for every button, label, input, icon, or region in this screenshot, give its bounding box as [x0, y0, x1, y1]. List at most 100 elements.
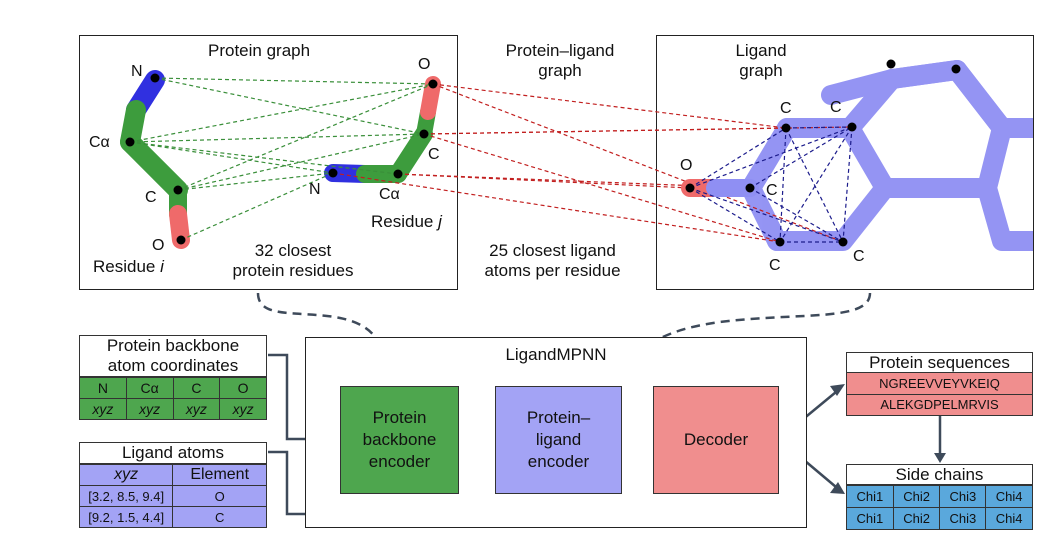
backbone-title-line1: Protein backbone: [106, 336, 240, 355]
sequence-item: NGREEVVEYVKEIQ: [846, 373, 1033, 395]
ligand-atom-top2: [951, 64, 961, 74]
ligand-atom-C4: [775, 237, 785, 247]
table-header-cell: xyz: [78, 464, 174, 486]
decoder-box: Decoder: [653, 386, 779, 494]
ligand-label-C-c: C: [766, 182, 778, 199]
atom-label-Ca-i: Cα: [89, 134, 110, 151]
table-row: N Cα C O: [79, 377, 267, 399]
atom-O-i: [176, 235, 186, 245]
ligand-table: xyz Element [3.2, 8.5, 9.4] O [9.2, 1.5,…: [78, 464, 267, 528]
residue-i-prefix: Residue: [93, 257, 161, 276]
table-cell: xyz: [79, 398, 127, 420]
atom-label-C-i: C: [145, 189, 157, 206]
pl-graph-title: Protein–ligand graph: [485, 41, 635, 81]
table-cell: xyz: [219, 398, 267, 420]
table-cell: [9.2, 1.5, 4.4]: [78, 506, 174, 528]
residue-i-var: i: [160, 257, 164, 276]
sequence-item: ALEKGDPELMRVIS: [846, 394, 1033, 416]
atom-O-j: [428, 79, 438, 89]
ligand-label-C-d: C: [769, 257, 781, 274]
table-cell: Chi2: [892, 485, 941, 508]
table-row: [9.2, 1.5, 4.4] C: [78, 506, 267, 528]
residue-j: [324, 76, 441, 183]
pl-caption-line2: atoms per residue: [484, 261, 621, 280]
backbone-encoder-box: Protein backbone encoder: [340, 386, 459, 494]
atom-Ca-j: [393, 169, 403, 179]
table-cell: [3.2, 8.5, 9.4]: [78, 485, 174, 507]
protein-ligand-edges: [332, 83, 853, 243]
table-cell: Chi1: [846, 485, 894, 508]
protein-caption-line1: 32 closest: [254, 241, 332, 260]
dashed-arrow-protein: [256, 292, 389, 376]
backbone-title-line2: atom coordinates: [107, 356, 239, 375]
protein-ligand-encoder-box: Protein–ligand encoder: [495, 386, 622, 494]
pl-graph-caption: 25 closest ligand atoms per residue: [470, 241, 635, 281]
atom-dots: [125, 59, 961, 247]
ligand-title-line1: Ligand: [735, 41, 787, 60]
ligand-bond: [882, 60, 967, 89]
atom-label-Ca-j: Cα: [379, 186, 400, 203]
atom-label-N-i: N: [131, 63, 143, 80]
ligand-label-C-a: C: [780, 100, 792, 117]
ligand-table-title: Ligand atoms: [79, 442, 267, 464]
atom-C-j: [419, 129, 429, 139]
ligand-graph-title: Ligand graph: [726, 41, 796, 81]
table-header-cell: C: [172, 377, 221, 399]
table-header-cell: Cα: [125, 377, 174, 399]
table-cell: xyz: [125, 398, 174, 420]
atom-N-j: [328, 168, 338, 178]
table-cell: Chi3: [939, 507, 987, 530]
table-header-cell: Element: [172, 464, 267, 486]
ligand-atom-C5: [838, 237, 848, 247]
backbone-table-title: Protein backbone atom coordinates: [79, 335, 267, 377]
table-row: xyz Element: [78, 464, 267, 486]
table-header-cell: N: [79, 377, 127, 399]
backbone-table: N Cα C O xyz xyz xyz xyz: [79, 377, 267, 420]
residue-j-label: Residue j: [371, 212, 442, 232]
atom-label-O-j: O: [418, 56, 431, 73]
atom-label-O-i: O: [152, 237, 165, 254]
ligand-atom-O: [685, 183, 695, 193]
table-row: Chi1 Chi2 Chi3 Chi4: [846, 485, 1033, 508]
table-row: xyz xyz xyz xyz: [79, 398, 267, 420]
bond-C-O-j-red: [420, 76, 441, 120]
bond-Ca-C-i: [120, 132, 188, 200]
pl-title-line2: graph: [538, 61, 582, 80]
atom-label-N-j: N: [309, 181, 321, 198]
table-cell: Chi1: [846, 507, 894, 530]
ligand-label-O: O: [680, 157, 693, 174]
table-cell: Chi2: [892, 507, 941, 530]
protein-graph-title: Protein graph: [208, 41, 311, 60]
table-row: Chi1 Chi2 Chi3 Chi4: [846, 507, 1033, 530]
side-chains-title: Side chains: [846, 464, 1033, 485]
atom-C-i: [173, 185, 183, 195]
protein-graph-caption: 32 closest protein residues: [218, 241, 368, 281]
residue-j-var: j: [438, 212, 442, 231]
ligand-title-line2: graph: [739, 61, 783, 80]
residue-i: [120, 70, 190, 249]
table-row: [3.2, 8.5, 9.4] O: [78, 485, 267, 507]
ligand-label-C-b: C: [830, 99, 842, 116]
table-cell: Chi3: [939, 485, 987, 508]
residue-j-prefix: Residue: [371, 212, 439, 231]
ligand-atom-C2: [781, 123, 791, 133]
table-cell: Chi4: [985, 507, 1033, 530]
protein-edges: [129, 77, 434, 241]
protein-caption-line2: protein residues: [232, 261, 354, 280]
ligandmpnn-title: LigandMPNN: [505, 345, 607, 364]
pl-caption-line1: 25 closest ligand: [489, 241, 616, 260]
side-chains-table: Chi1 Chi2 Chi3 Chi4 Chi1 Chi2 Chi3 Chi4: [846, 485, 1033, 530]
table-cell: O: [172, 485, 267, 507]
table-cell: C: [172, 506, 267, 528]
table-cell: xyz: [172, 398, 221, 420]
table-header-cell: O: [219, 377, 267, 399]
ligand-atom-C3: [847, 122, 857, 132]
atom-N-i: [150, 73, 160, 83]
ligand-bond: [767, 118, 895, 251]
ligand-atom-C1: [745, 183, 755, 193]
sequences-title: Protein sequences: [846, 352, 1033, 373]
pl-title-line1: Protein–ligand: [505, 41, 615, 60]
ligand-edges: [689, 126, 853, 243]
ligand-atom-top1: [886, 59, 896, 69]
